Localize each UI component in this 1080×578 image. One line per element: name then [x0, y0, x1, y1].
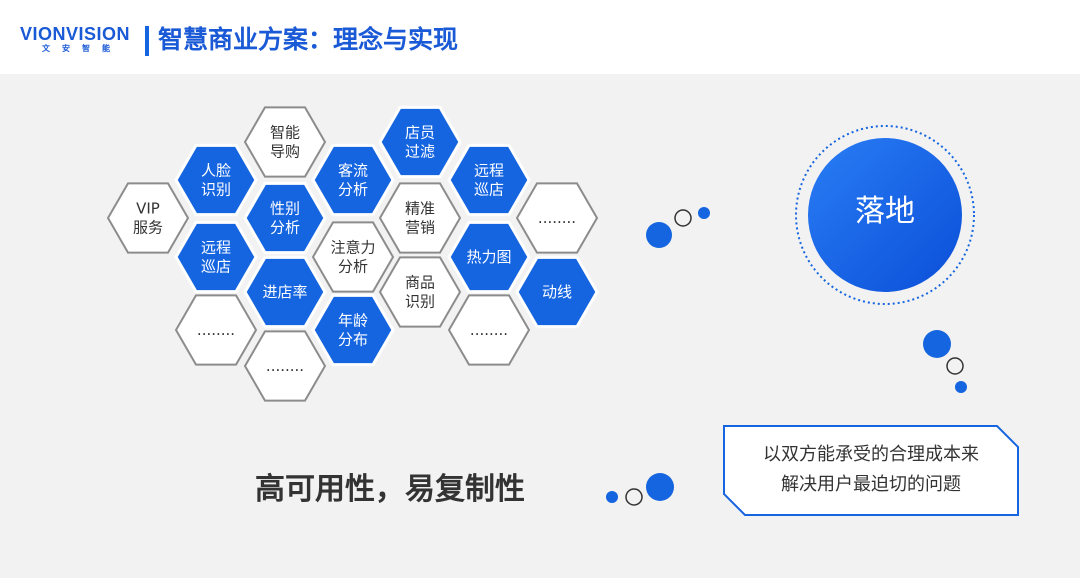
page-title: 智慧商业方案：理念与实现 [158, 25, 459, 54]
hexagon-tile [174, 143, 258, 217]
hexagon-tile [243, 106, 327, 178]
hexagon-label: 智能 [270, 124, 300, 142]
hexagon-label: 商品 [405, 274, 435, 292]
hexagon-label: 进店率 [262, 283, 307, 301]
callout-frame [723, 425, 1019, 516]
hexagon-label: 分布 [338, 331, 368, 349]
bubble-ring [674, 209, 692, 227]
landing-circle [808, 138, 962, 292]
callout-line-2: 解决用户最迫切的问题 [781, 474, 961, 495]
logo-sub-char: 能 [102, 44, 110, 53]
hexagon-tile [311, 221, 395, 293]
hexagon-tile [243, 255, 327, 329]
hexagon-label: ........ [470, 321, 508, 339]
bubble-ring [946, 357, 964, 375]
hexagon-label: 年龄 [338, 312, 368, 330]
logo-text: VIONVISION [20, 24, 131, 44]
hexagon-label: 识别 [405, 293, 435, 311]
hexagon-tile [174, 220, 258, 294]
hexagon-tile [243, 330, 327, 402]
hex-group: 智能导购店员过滤人脸识别客流分析远程巡店VIP服务性别分析精准营销.......… [106, 105, 599, 402]
bubble-dot [646, 222, 672, 248]
hexagon-tile [515, 255, 599, 329]
hexagon-tile [378, 105, 462, 179]
hexagon-label: 服务 [133, 219, 163, 237]
callout-box: 以双方能承受的合理成本来 解决用户最迫切的问题 [723, 424, 1019, 516]
logo-sub-char: 安 [62, 44, 70, 53]
hexagon-label: ........ [197, 321, 235, 339]
hexagon-label: 客流 [338, 162, 368, 180]
hexagon-tile [243, 181, 327, 255]
hexagon-tile [447, 294, 531, 366]
hexagon-tile [311, 293, 395, 367]
hexagon-tile [447, 143, 531, 217]
hexagon-tile [106, 182, 190, 254]
bubble-dot [923, 330, 951, 358]
hexagon-label: 性别 [270, 200, 300, 218]
hexagon-tile [515, 182, 599, 254]
hexagon-tile [311, 143, 395, 217]
hexagon-label: 远程 [474, 162, 504, 180]
hexagon-tile [174, 294, 258, 366]
hexagon-label: 分析 [338, 258, 368, 276]
logo-subtext: 文 安 智 能 [20, 44, 132, 54]
hexagon-tile [378, 182, 462, 254]
hexagon-label: ........ [266, 357, 304, 375]
hexagon-label: 巡店 [474, 181, 504, 199]
hexagon-label: 注意力 [330, 239, 375, 257]
logo-sub-char: 智 [82, 44, 90, 53]
logo-sub-char: 文 [42, 44, 50, 53]
hexagon-label: 分析 [270, 219, 300, 237]
bubble-ring [625, 488, 643, 506]
hexagon-label: 精准 [405, 200, 435, 218]
callout-line-1: 以双方能承受的合理成本来 [763, 444, 979, 465]
hexagon-label: 分析 [338, 181, 368, 199]
hexagon-tile [378, 256, 462, 328]
hexagon-label: 热力图 [466, 248, 511, 266]
hexagon-tile [447, 220, 531, 294]
header: VIONVISION 文 安 智 能 智慧商业方案：理念与实现 [0, 0, 1080, 74]
title-accent-bar [145, 26, 149, 56]
bubble-dot [646, 473, 674, 501]
hexagon-label: 过滤 [405, 143, 435, 161]
hexagon-label: 导购 [270, 143, 300, 161]
hexagon-label: ........ [538, 209, 576, 227]
hexagon-label: 识别 [201, 181, 231, 199]
vionvision-logo: VIONVISION 文 安 智 能 [20, 24, 132, 54]
hexagon-label: 人脸 [201, 162, 231, 180]
landing-ring [795, 125, 975, 305]
callout-text: 以双方能承受的合理成本来 解决用户最迫切的问题 [723, 440, 1019, 500]
bubble-dot [698, 207, 710, 219]
hexagon-label: 动线 [542, 283, 572, 301]
bubble-dot [955, 381, 967, 393]
hexagon-label: 巡店 [201, 258, 231, 276]
bubble-dot [606, 491, 618, 503]
hexagon-label: VIP [136, 200, 160, 218]
slogan-text: 高可用性，易复制性 [255, 472, 525, 507]
hexagon-label: 远程 [201, 239, 231, 257]
hexagon-label: 店员 [405, 124, 435, 142]
landing-label: 落地 [855, 194, 915, 229]
hexagon-label: 营销 [405, 219, 435, 237]
